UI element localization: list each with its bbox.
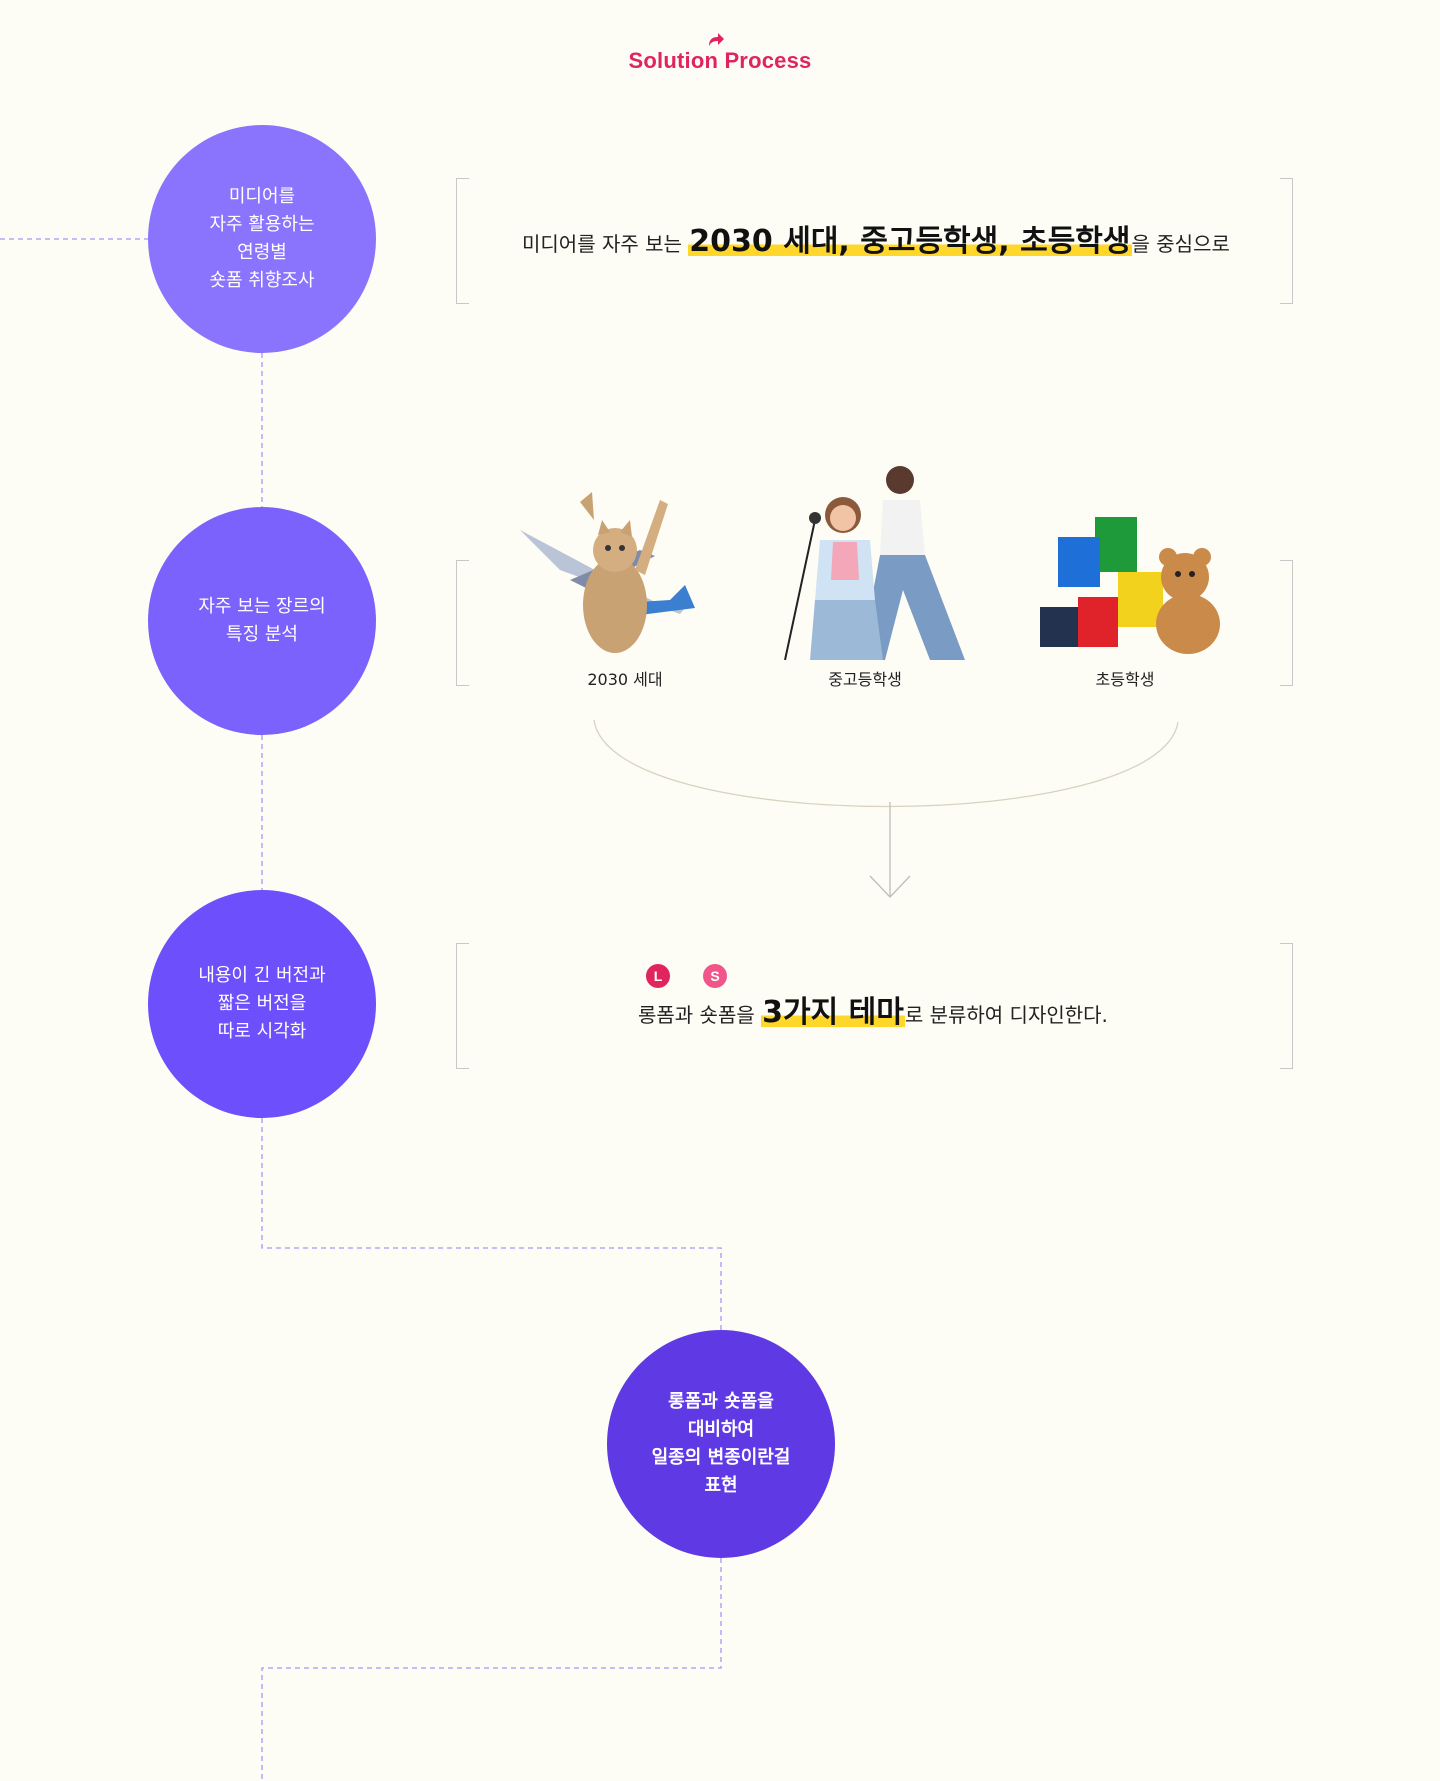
step-circle-genre-analysis: 자주 보는 장르의 특징 분석 xyxy=(148,507,376,735)
teen-girls-image xyxy=(784,466,965,660)
statement-target-audience: 미디어를 자주 보는 2030 세대, 중고등학생, 초등학생을 중심으로 xyxy=(522,224,1230,259)
highlight-text: 3가지 테마 xyxy=(761,995,905,1030)
bracket-left xyxy=(456,943,469,1069)
merge-curve xyxy=(593,719,1179,808)
audience-caption: 초등학생 xyxy=(1095,670,1155,689)
section-title: Solution Process xyxy=(628,48,812,73)
short-form-badge: S xyxy=(703,964,727,988)
bracket-left xyxy=(456,560,469,686)
statement-three-themes: 롱폼과 숏폼을 3가지 테마로 분류하여 디자인한다. xyxy=(638,995,1108,1030)
down-arrow-icon xyxy=(869,875,911,898)
bracket-right xyxy=(1280,943,1293,1069)
step-circle-contrast: 롱폼과 숏폼을 대비하여 일종의 변종이란걸 표현 xyxy=(607,1330,835,1558)
connector-step4-next xyxy=(261,1558,722,1781)
bracket-right xyxy=(1280,560,1293,686)
connector-step3-step4 xyxy=(261,1118,722,1330)
cat-airplane-image xyxy=(520,492,695,653)
bracket-left xyxy=(456,178,469,304)
long-form-badge: L xyxy=(646,964,670,988)
audience-caption: 2030 세대 xyxy=(587,670,663,689)
step-circle-survey: 미디어를 자주 활용하는 연령별 숏폼 취향조사 xyxy=(148,125,376,353)
bracket-right xyxy=(1280,178,1293,304)
share-arrow-icon xyxy=(709,33,724,46)
step-label: 자주 보는 장르의 특징 분석 xyxy=(198,596,326,645)
lego-bear-image xyxy=(1040,517,1220,654)
audience-caption: 중고등학생 xyxy=(828,670,902,689)
highlight-text: 2030 세대, 중고등학생, 초등학생 xyxy=(688,224,1132,259)
step-label: 롱폼과 숏폼을 대비하여 일종의 변종이란걸 표현 xyxy=(651,1391,791,1496)
step-label: 미디어를 자주 활용하는 연령별 숏폼 취향조사 xyxy=(209,186,315,291)
step-circle-visualize: 내용이 긴 버전과 짧은 버전을 따로 시각화 xyxy=(148,890,376,1118)
step-label: 내용이 긴 버전과 짧은 버전을 따로 시각화 xyxy=(198,965,326,1042)
